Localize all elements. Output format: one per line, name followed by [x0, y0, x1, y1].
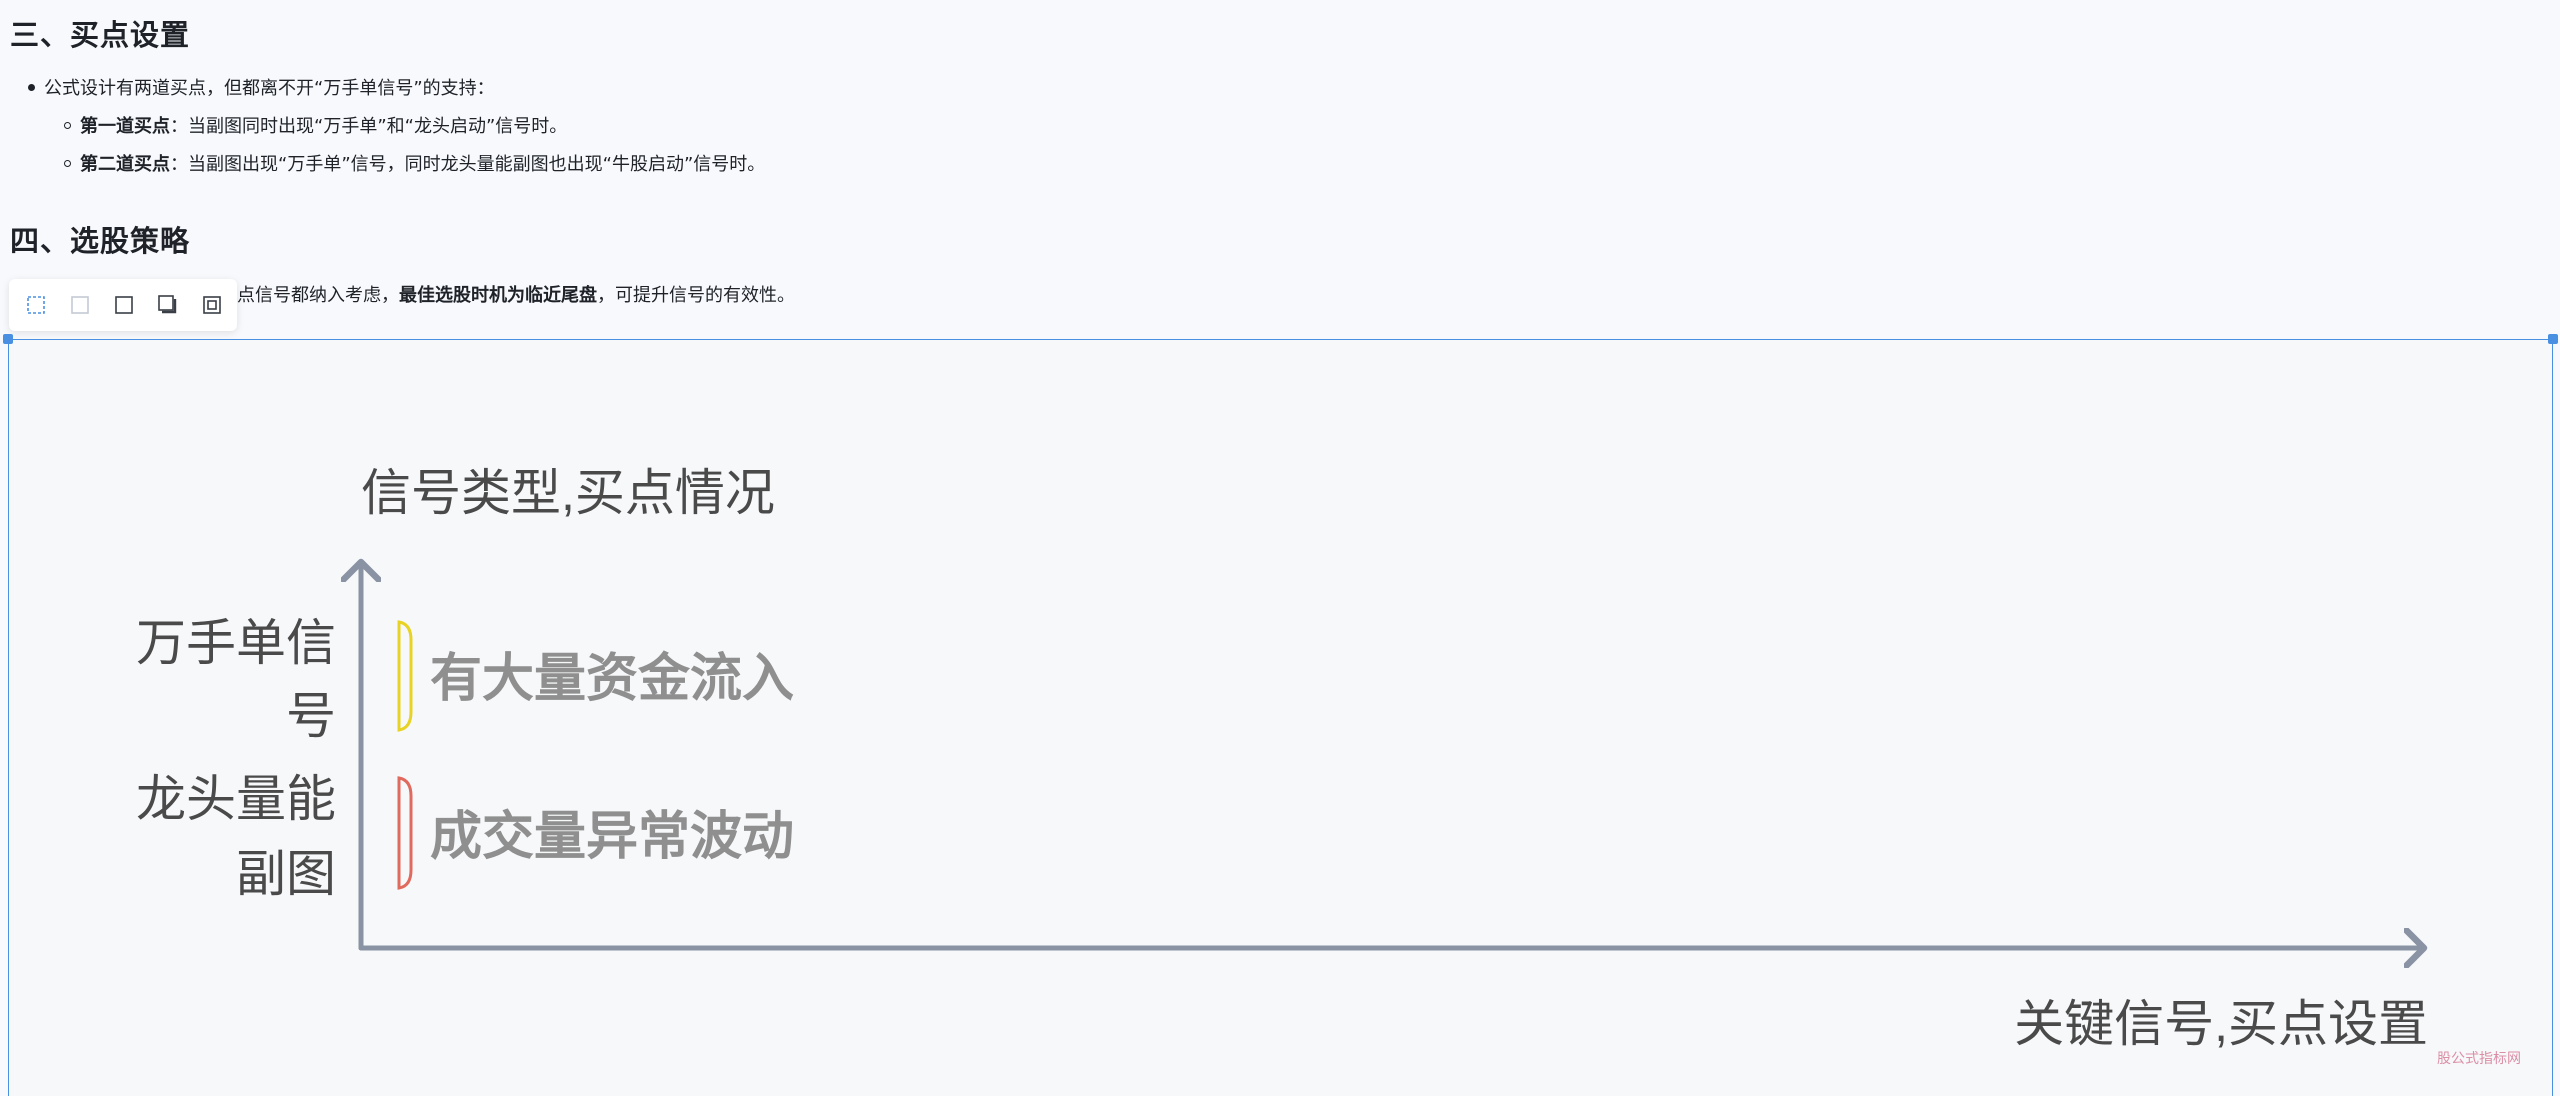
watermark-logo: 股公式指标网: [2437, 1051, 2521, 1067]
frame-light-button[interactable]: [69, 294, 91, 316]
item-1-text: 有大量资金流入: [430, 650, 794, 708]
row-1-label-line-2: 号: [286, 688, 336, 744]
buy-point-2-label: 第二道买点: [80, 154, 170, 175]
image-style-toolbar: [9, 279, 237, 331]
stock-selection-line: 点信号都纳入考虑，最佳选股时机为临近尾盘，可提升信号的有效性。: [237, 281, 795, 307]
section-heading-stock-selection: 四、选股策略: [10, 224, 191, 258]
inset-frame-icon: [203, 296, 221, 314]
stock-selection-text-end: ，可提升信号的有效性。: [597, 285, 795, 306]
list-item: 第二道买点：当副图出现“万手单”信号，同时龙头量能副图也出现“牛股启动”信号时。: [64, 150, 765, 176]
selected-image[interactable]: [8, 339, 2553, 1096]
inset-frame-button[interactable]: [201, 294, 223, 316]
item-2-text: 成交量异常波动: [430, 808, 794, 866]
select-dashed-button[interactable]: [25, 294, 47, 316]
select-dashed-icon: [27, 296, 45, 314]
item-1-bracket: [397, 620, 413, 732]
section-heading-buy-points: 三、买点设置: [10, 18, 191, 52]
item-2-bracket: [397, 776, 413, 890]
bullet-circle-icon: [64, 121, 71, 129]
buy-point-2-text: ：当副图出现“万手单”信号，同时龙头量能副图也出现“牛股启动”信号时。: [170, 154, 766, 175]
shadow-frame-icon: [158, 295, 177, 314]
stock-selection-text-start: 点信号都纳入考虑，: [237, 285, 399, 306]
list-item: 公式设计有两道买点，但都离不开“万手单信号”的支持：: [28, 74, 495, 100]
frame-button[interactable]: [113, 294, 135, 316]
buy-points-intro: 公式设计有两道买点，但都离不开“万手单信号”的支持：: [44, 78, 495, 99]
bullet-dot-icon: [28, 83, 35, 91]
list-item: 第一道买点：当副图同时出现“万手单”和“龙头启动”信号时。: [64, 112, 567, 138]
row-2-label-line-1: 龙头量能: [136, 771, 336, 827]
row-1-label-line-1: 万手单信: [136, 615, 336, 671]
x-axis-title: 关键信号,买点设置: [2014, 996, 2428, 1052]
shadow-frame-button[interactable]: [157, 294, 179, 316]
frame-light-icon: [71, 296, 89, 314]
stock-selection-bold: 最佳选股时机为临近尾盘: [399, 285, 597, 306]
buy-point-1-label: 第一道买点: [80, 116, 170, 137]
resize-handle-top-left[interactable]: [3, 334, 13, 344]
y-axis-title: 信号类型,买点情况: [361, 465, 775, 521]
row-2-label-line-2: 副图: [236, 846, 336, 902]
resize-handle-top-right[interactable]: [2548, 334, 2558, 344]
frame-icon: [115, 296, 133, 314]
buy-point-1-text: ：当副图同时出现“万手单”和“龙头启动”信号时。: [170, 116, 568, 137]
bullet-circle-icon: [64, 159, 71, 167]
